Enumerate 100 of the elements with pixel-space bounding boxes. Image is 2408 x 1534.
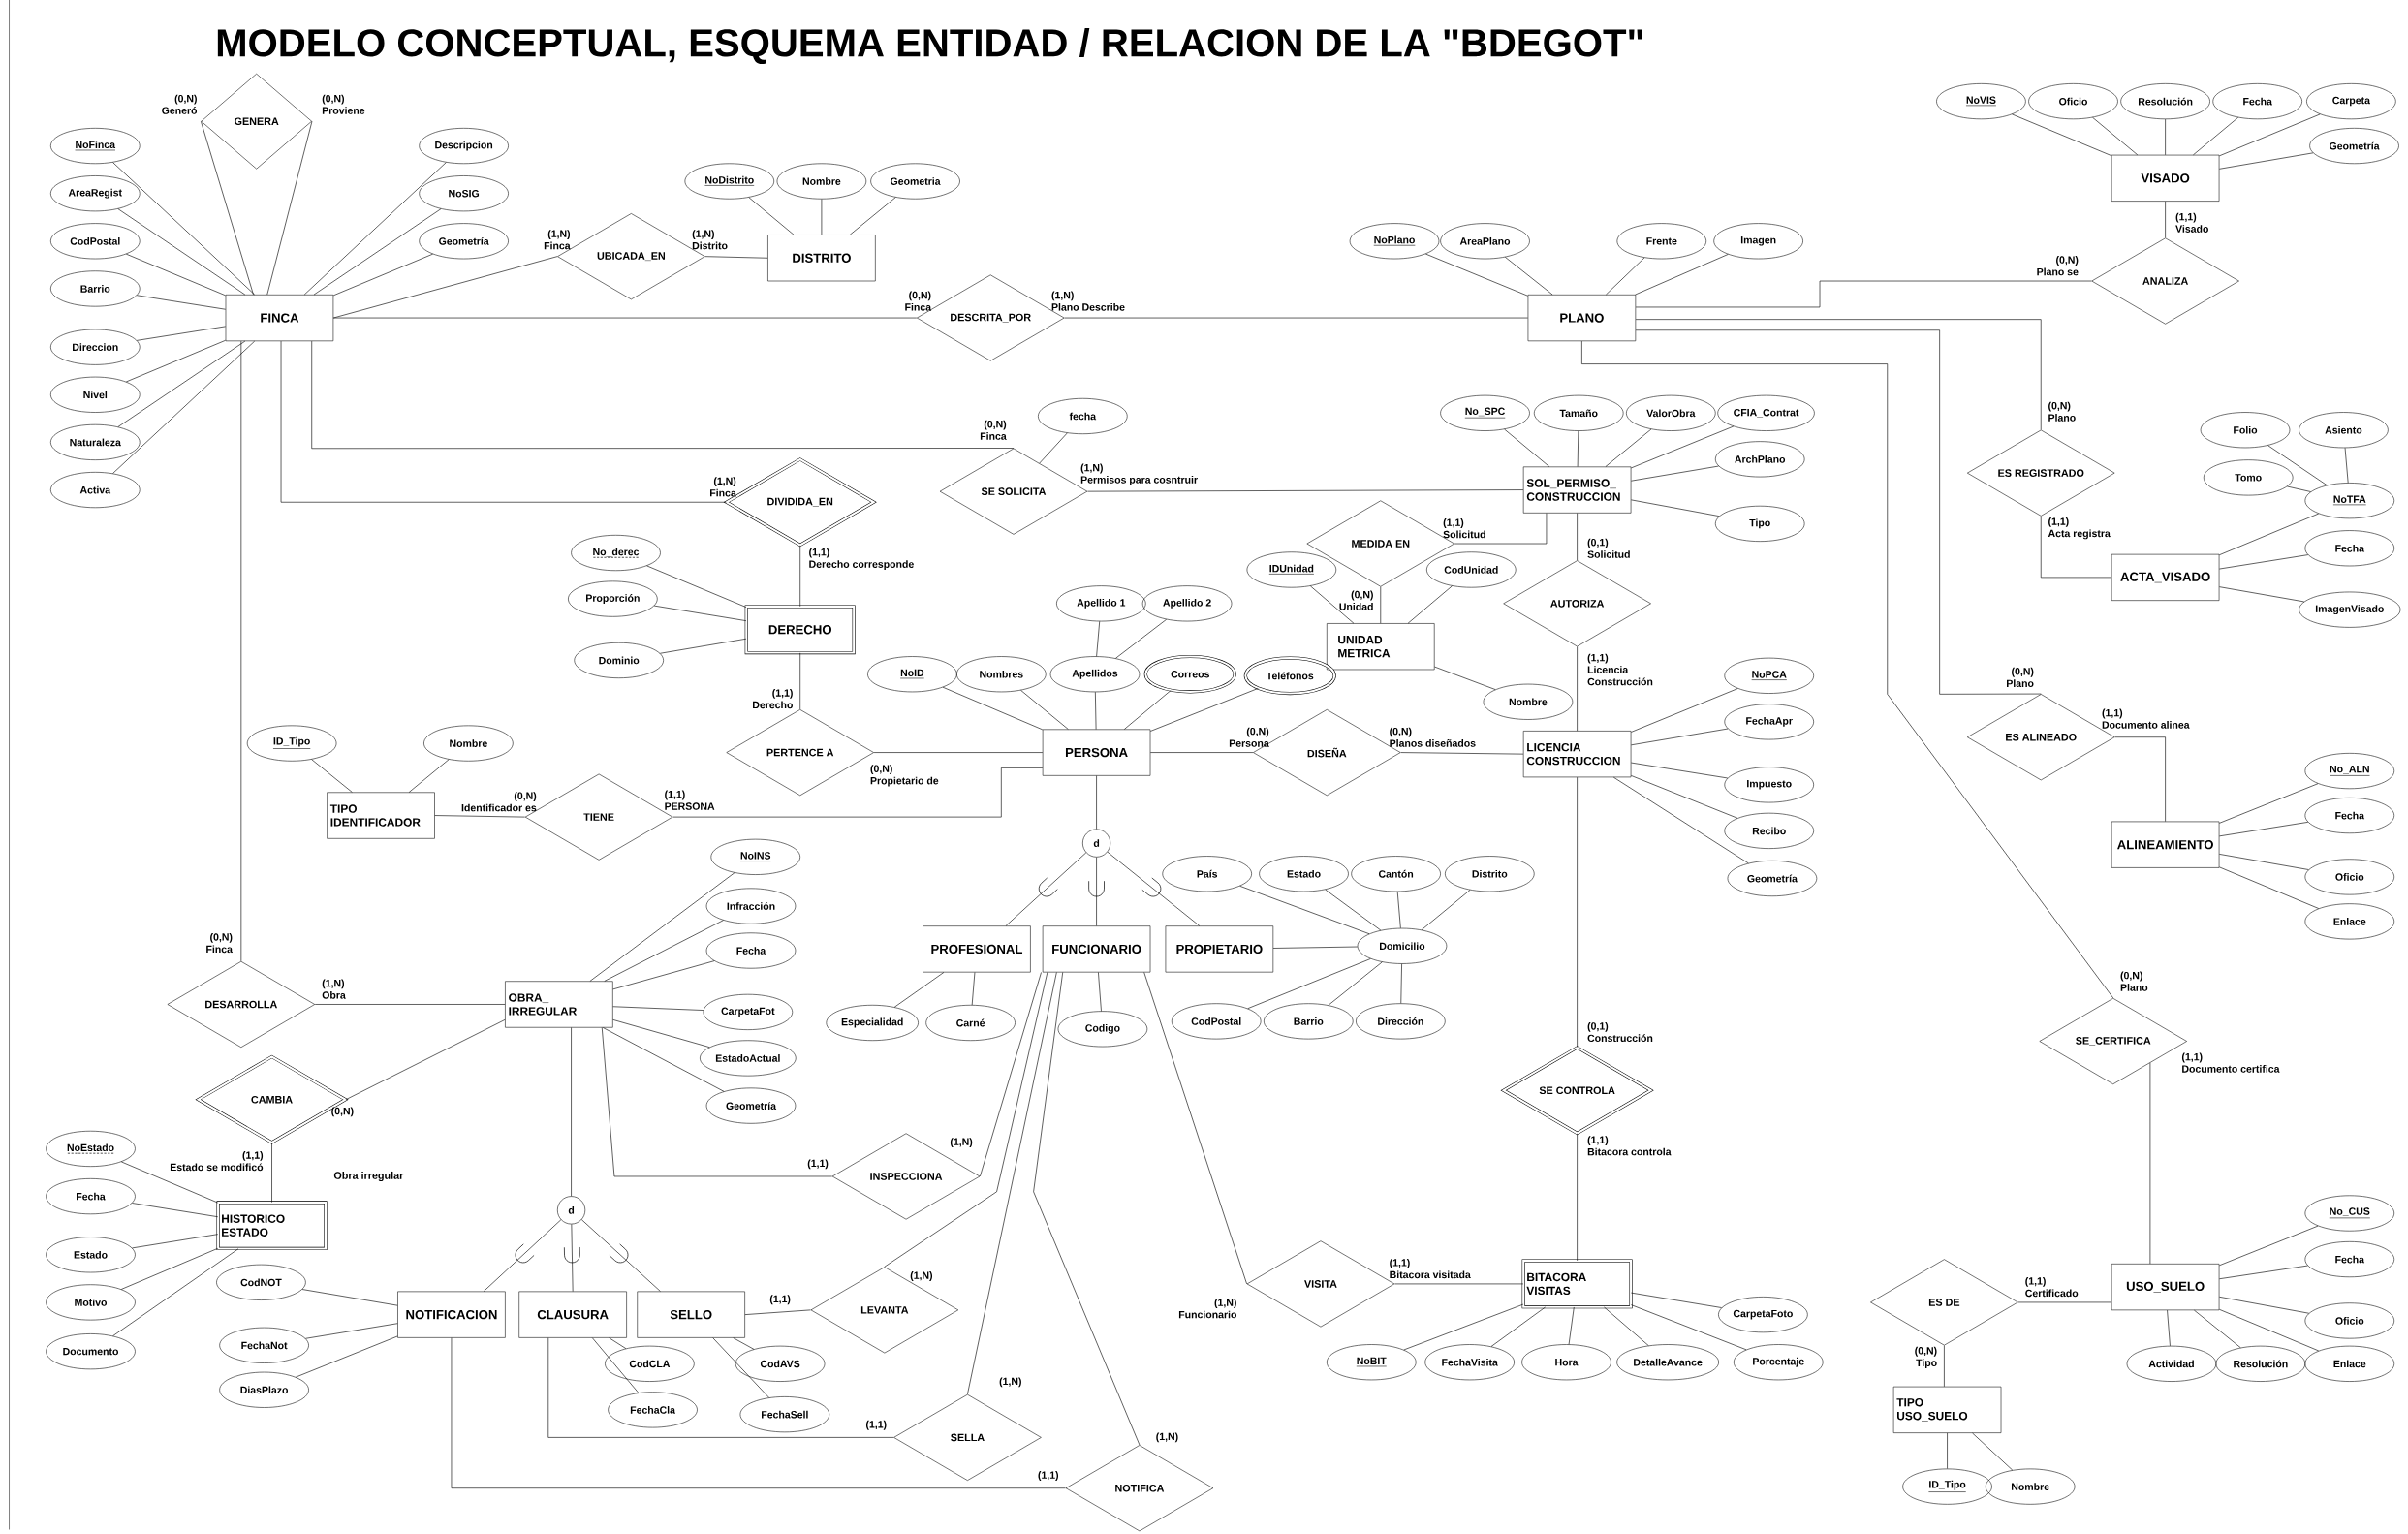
connector-line (136, 326, 227, 341)
cardinality-label: (0,N) Proviene (322, 94, 365, 114)
connector-line (1310, 585, 1355, 624)
connector-line (1631, 762, 1729, 779)
cardinality-label: (1,1) Certificado (2025, 1276, 2079, 1298)
connector-line (1400, 752, 1524, 755)
cardinality-label: (1,N) Permisos para cosntruir (1080, 463, 1198, 485)
connector-line (1606, 257, 1645, 296)
connector-line (303, 162, 447, 296)
connector-line (1115, 618, 1167, 659)
entity-box: ALINEAMIENTO (2111, 821, 2220, 868)
cardinality-label: (0,N) Identificador es (461, 792, 537, 812)
connector-line (2149, 1062, 2151, 1265)
connector-line (1143, 972, 1247, 1285)
connector-line (1020, 689, 1069, 730)
note-text: Obra irregular (333, 1171, 404, 1181)
cardinality-label: (1,1) Documento certifica (2181, 1052, 2280, 1073)
weak-entity-box: DERECHO (744, 605, 856, 654)
connector-line (112, 340, 256, 474)
connector-line (799, 652, 800, 710)
connector-line (1631, 775, 1738, 819)
cardinality-label: (1,1) Licencia Construcción (1587, 653, 1653, 686)
cardinality-label: (0,N) Tipo (1915, 1346, 1937, 1368)
connector-line (271, 1142, 272, 1203)
cardinality-label: (0,N) (331, 1107, 354, 1117)
weak-entity-box: HISTORICO ESTADO (216, 1201, 328, 1250)
cardinality-label: (0,N) Plano se (2037, 256, 2079, 276)
connector-line (120, 1161, 219, 1204)
cardinality-label: (1,1) Visado (2175, 212, 2208, 233)
connector-line (2219, 866, 2320, 909)
connector-line (589, 872, 735, 982)
connector-line (704, 256, 768, 259)
connector-line (2219, 783, 2319, 824)
connector-line (601, 1027, 833, 1177)
connector-line (1325, 889, 1382, 931)
connector-line (1150, 687, 1259, 732)
connector-line (2267, 445, 2328, 485)
cardinality-label: (1,1) Documento alinea (2102, 708, 2190, 729)
connector-line (1400, 963, 1402, 1004)
entity-box: PLANO (1527, 294, 1637, 341)
connector-line (2193, 116, 2238, 155)
title: MODELO CONCEPTUAL, ESQUEMA ENTIDAD / RELACION DE LA "BDEGOT" (217, 27, 1642, 64)
connector-line (1577, 513, 1578, 561)
cardinality-label: (1,N) Plano Describe (1051, 291, 1125, 311)
connector-line (311, 759, 353, 793)
entity-box: TIPO IDENTIFICADOR (327, 792, 435, 839)
cardinality-label: (0,1) Solicitud (1587, 538, 1630, 558)
cardinality-label: (0,N) Finca (206, 932, 233, 954)
connector-line (280, 340, 727, 503)
connector-line (2114, 736, 2166, 822)
connector-line (1577, 1133, 1578, 1262)
connector-line (1631, 465, 1719, 482)
entity-box: TIPO USO_SUELO (1892, 1386, 2002, 1433)
cardinality-label: (1,1) Bitacora visitada (1390, 1258, 1471, 1279)
connector-line (967, 972, 1057, 1394)
entity-box: ACTA_VISADO (2111, 553, 2220, 601)
connector-line (1328, 961, 1383, 1006)
connector-line (1631, 425, 1735, 469)
connector-line (744, 1309, 811, 1315)
connector-line (1635, 329, 2042, 695)
cardinality-label: (1,N) Funcionario (1178, 1299, 1236, 1319)
connector-line (2040, 516, 2112, 579)
connector-line (1581, 340, 2114, 999)
connector-line (1033, 972, 1141, 1446)
entity-box: VISADO (2111, 154, 2220, 202)
connector-line (884, 972, 1048, 1268)
connector-line (120, 1247, 219, 1290)
connector-line (125, 253, 227, 297)
connector-line (345, 1018, 506, 1100)
connector-line (1425, 253, 1528, 297)
connector-line (1403, 1303, 1524, 1351)
connector-line (1631, 1304, 1747, 1351)
cardinality-label: (0,N) Unidad (1339, 590, 1373, 610)
connector-line (451, 1337, 1066, 1488)
connector-line (2219, 1308, 2320, 1352)
cardinality-label: (1,1) Bitacora controla (1587, 1136, 1672, 1156)
connector-line (1098, 972, 1102, 1012)
connector-line (612, 1018, 710, 1048)
entity-box: UNIDAD METRICA (1327, 623, 1435, 671)
connector-line (547, 1337, 894, 1438)
connector-line (1631, 688, 1738, 733)
connector-line (1605, 428, 1652, 467)
entity-box: PROFESIONAL (923, 925, 1031, 973)
cardinality-label: (1,1) Estado se modificó (170, 1150, 264, 1172)
cardinality-label: (1,1) (866, 1420, 887, 1430)
connector-line (571, 1027, 572, 1197)
connector-line (1577, 646, 1578, 732)
cardinality-label: (0,1) Construcción (1587, 1021, 1653, 1042)
connector-line (799, 545, 800, 607)
connector-line (132, 1234, 219, 1249)
cardinality-label: (0,N) Generó (162, 94, 198, 114)
connector-line (893, 972, 945, 1008)
connector-line (2092, 116, 2139, 155)
cardinality-label: (0,N) Plano (2007, 667, 2034, 687)
cardinality-label: (1,N) Finca (710, 477, 736, 497)
connector-line (2219, 554, 2309, 570)
cardinality-label: (1,N) Finca (544, 230, 571, 250)
connector-line (712, 1337, 769, 1398)
connector-line (1407, 585, 1453, 624)
connector-line (1631, 728, 1729, 745)
